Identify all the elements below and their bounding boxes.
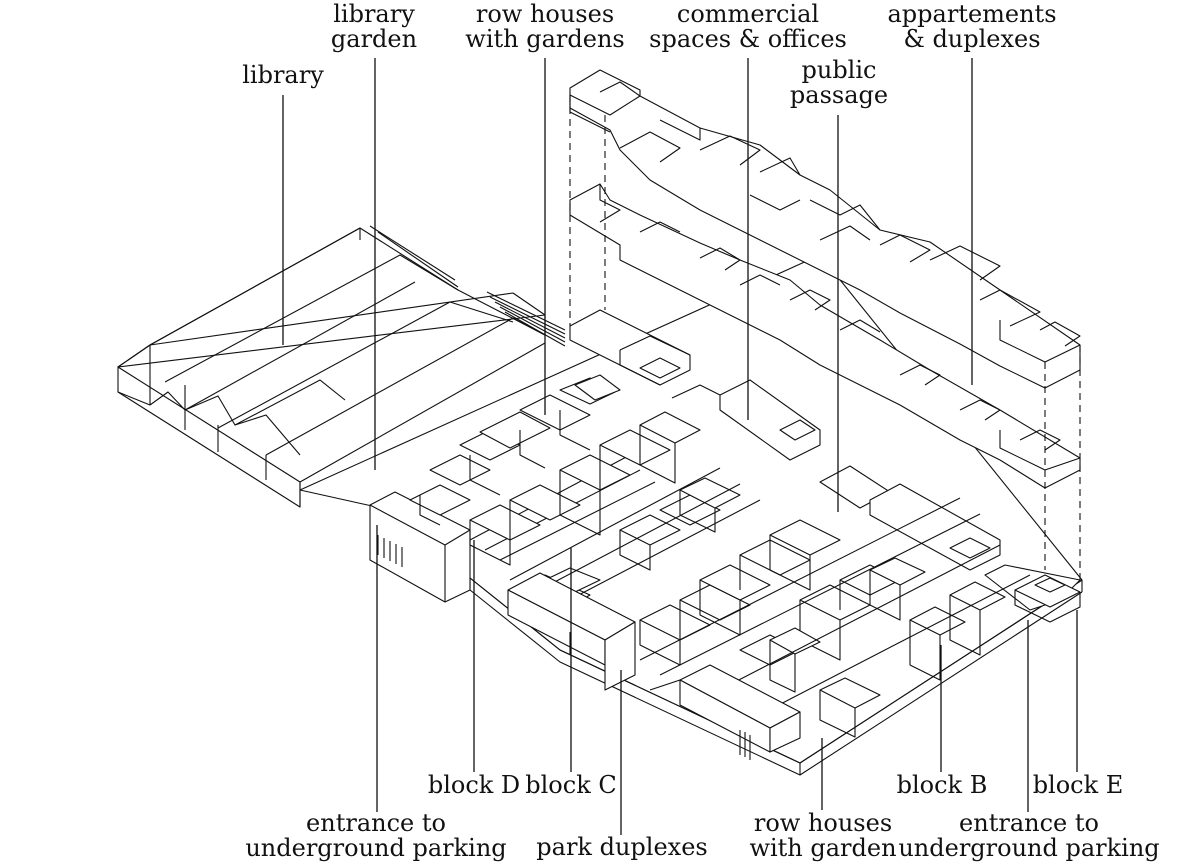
parking-ramp-left [377, 535, 403, 567]
label-appartements: appartements & duplexes [887, 0, 1057, 53]
label-entrance-left: entrance to underground parking [245, 809, 507, 862]
label-library: library [242, 61, 324, 89]
label-block-b: block B [896, 771, 988, 799]
label-block-d: block D [427, 771, 521, 799]
commercial-strip [569, 309, 1081, 611]
label-row-houses-with-gardens: row houses with gardens [465, 0, 625, 53]
label-commercial-spaces: commercial spaces & offices [649, 0, 847, 53]
appartments-level-top [569, 69, 1081, 389]
label-block-c: block C [525, 771, 617, 799]
label-entrance-right: entrance to underground parking [898, 809, 1160, 862]
label-block-e: block E [1032, 771, 1124, 799]
foreground-bar [649, 664, 801, 760]
block-c [469, 411, 761, 613]
library-building [117, 225, 566, 508]
block-d [369, 374, 656, 603]
label-row-houses-with-garden: row houses with garden [749, 809, 897, 862]
leader-lines [282, 58, 1078, 835]
block-b [639, 497, 1031, 738]
label-library-garden: library garden [330, 0, 418, 53]
label-public-passage: public passage [789, 56, 889, 109]
label-park-duplexes: park duplexes [536, 833, 708, 861]
block-e [1014, 574, 1081, 623]
dashed-connectors [569, 95, 1081, 580]
